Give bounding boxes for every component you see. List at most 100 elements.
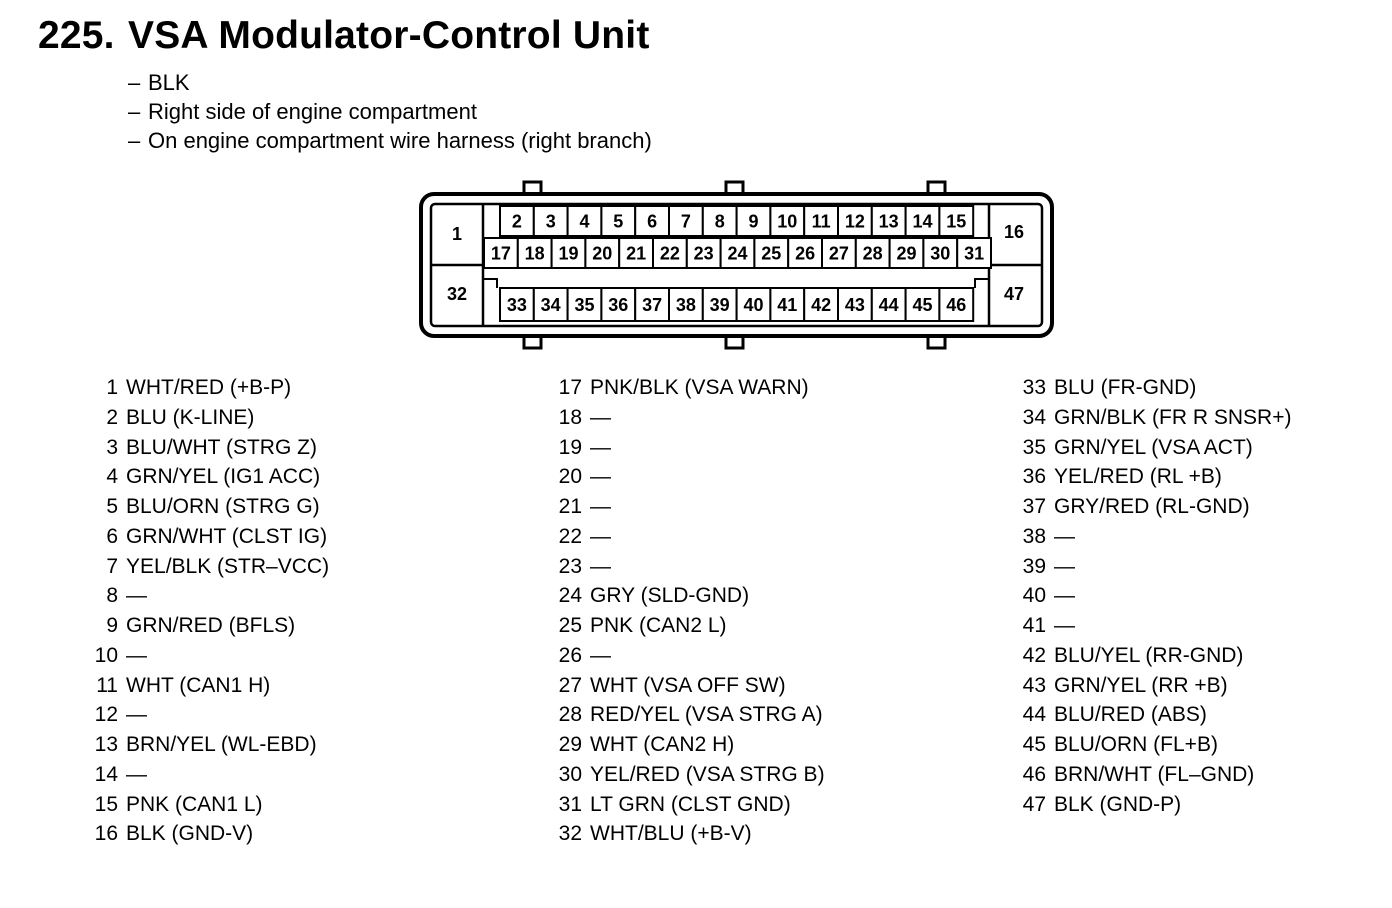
pin-cell-3-label: 3 <box>546 212 556 232</box>
pin-number: 36 <box>1022 465 1046 489</box>
pin-number: 18 <box>558 405 582 429</box>
pin-description: — <box>1054 524 1075 548</box>
pin-number: 28 <box>558 703 582 727</box>
pin-number: 17 <box>558 376 582 399</box>
pin-number: 19 <box>558 435 582 459</box>
pin-description: — <box>126 703 147 727</box>
pin-cell-34-label: 34 <box>541 295 561 315</box>
pin-description: — <box>590 524 611 548</box>
pin-cell-19: 19 <box>550 237 587 269</box>
pin-cell-44-label: 44 <box>879 295 899 315</box>
pin-cell-15-label: 15 <box>946 212 966 232</box>
pin-cell-8-label: 8 <box>715 212 725 232</box>
pin-cell-10-label: 10 <box>777 212 797 232</box>
pin-number: 41 <box>1022 614 1046 637</box>
pin-number: 29 <box>558 733 582 756</box>
pin-description: GRN/WHT (CLST IG) <box>126 524 328 548</box>
pin-cell-32: 32 <box>447 284 467 304</box>
pin-description: GRN/RED (BFLS) <box>126 614 296 637</box>
pin-cell-45: 45 <box>904 287 941 322</box>
pin-cell-39-label: 39 <box>710 295 730 315</box>
pin-cell-37: 37 <box>634 287 671 322</box>
pin-cell-20: 20 <box>584 237 621 269</box>
pin-description: WHT/BLU (+B-V) <box>590 822 752 846</box>
pin-number: 5 <box>106 495 118 518</box>
pin-description: WHT (CAN1 H) <box>126 673 271 697</box>
pin-cell-24-label: 24 <box>727 244 747 264</box>
pin-number: 34 <box>1022 405 1046 429</box>
pin-cell-27-label: 27 <box>829 244 849 264</box>
pin-cell-25: 25 <box>753 237 790 269</box>
pin-number: 26 <box>558 643 582 667</box>
pin-cell-43: 43 <box>837 287 873 322</box>
pin-number: 13 <box>94 733 118 756</box>
pin-description: GRY (SLD-GND) <box>590 584 750 608</box>
pin-number: 3 <box>106 435 118 459</box>
pin-row: 39— <box>1016 552 1291 582</box>
pin-row: 12 — <box>88 700 329 730</box>
pin-cell-5-label: 5 <box>613 212 623 232</box>
pin-description: PNK (CAN2 L) <box>590 614 727 637</box>
pin-row: 10— <box>88 641 329 671</box>
pin-number: 45 <box>1022 733 1046 756</box>
pin-cell-14-label: 14 <box>912 212 932 232</box>
pin-description: — <box>1054 614 1075 637</box>
pin-cell-38: 38 <box>668 287 704 322</box>
pin-description: BLU/YEL (RR-GND) <box>1054 643 1244 667</box>
pin-description: BLU/RED (ABS) <box>1054 703 1207 727</box>
pin-cell-31-label: 31 <box>964 244 984 264</box>
pin-cell-34: 34 <box>532 287 569 322</box>
pin-cell-43-label: 43 <box>845 295 865 315</box>
pin-cell-4-label: 4 <box>579 212 589 232</box>
pin-cell-3: 3 <box>532 205 569 237</box>
pin-cell-20-label: 20 <box>592 244 612 264</box>
pin-description: — <box>1054 554 1075 578</box>
pin-description: — <box>590 554 611 578</box>
pin-cell-17: 17 <box>483 237 519 269</box>
pin-description: BRN/YEL (WL-EBD) <box>126 733 317 756</box>
page-title: 225.VSA Modulator-Control Unit <box>38 14 650 58</box>
pin-cell-13-label: 13 <box>879 212 899 232</box>
info-line-color: –BLK <box>128 70 190 95</box>
pin-row: 21— <box>552 492 825 522</box>
pin-cell-39: 39 <box>701 287 738 322</box>
pin-number: 21 <box>558 495 582 518</box>
pin-cell-30: 30 <box>922 237 959 269</box>
pin-description: RED/YEL (VSA STRG A) <box>590 703 823 727</box>
pin-row: 40— <box>1016 581 1291 611</box>
pin-cell-36: 36 <box>600 287 637 322</box>
pin-number: 37 <box>1022 495 1046 518</box>
pin-number: 42 <box>1022 643 1046 667</box>
pin-description: WHT (VSA OFF SW) <box>590 673 786 697</box>
info-line-location: –Right side of engine compartment <box>128 99 477 124</box>
pin-row: 44 BLU/RED (ABS) <box>1016 700 1291 730</box>
pin-number: 2 <box>106 405 118 429</box>
title-number: 225. <box>38 14 115 57</box>
pin-cell-27: 27 <box>821 237 857 269</box>
pin-description: BLK (GND-P) <box>1054 792 1182 816</box>
pin-number: 44 <box>1022 703 1046 727</box>
pin-description: BLU/WHT (STRG Z) <box>126 435 317 459</box>
pin-description: WHT (CAN2 H) <box>590 733 735 756</box>
pin-number: 22 <box>558 524 582 548</box>
pin-cell-14: 14 <box>904 205 941 237</box>
pin-number: 12 <box>94 703 118 727</box>
pin-description: — <box>1054 584 1075 608</box>
pin-cell-11-label: 11 <box>812 212 831 232</box>
pin-cell-7: 7 <box>668 205 704 237</box>
pin-description: — <box>590 405 611 429</box>
